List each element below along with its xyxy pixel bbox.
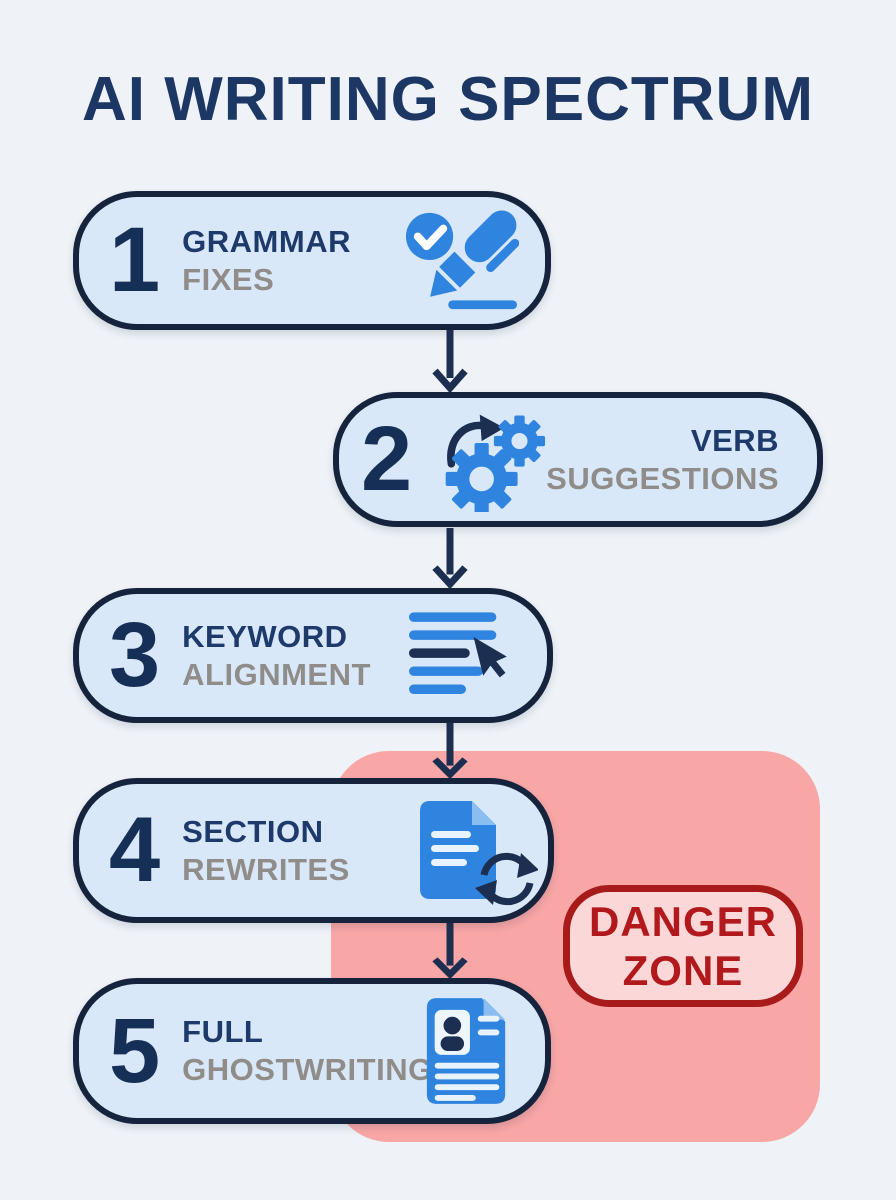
step-labels: GRAMMAR FIXES [182, 223, 351, 299]
danger-zone-label-line1: DANGER [588, 898, 777, 945]
step-labels: SECTION REWRITES [182, 813, 350, 889]
danger-zone-badge: DANGER ZONE [563, 885, 803, 1007]
danger-zone-label-line2: ZONE [622, 947, 744, 994]
document-refresh-icon [410, 795, 539, 907]
step-label-primary: FULL [182, 1014, 264, 1049]
flow-arrow-4 [432, 923, 468, 978]
step-label-primary: KEYWORD [182, 618, 348, 654]
text-lines-cursor-icon [409, 611, 521, 701]
step-number: 1 [109, 209, 161, 312]
step-label-secondary: SUGGESTIONS [546, 460, 780, 496]
step-number: 3 [109, 604, 161, 707]
step-label-secondary: ALIGNMENT [182, 656, 371, 692]
flow-arrow-3 [432, 723, 468, 778]
step-box-section-rewrites: 4 SECTION REWRITES [73, 778, 554, 923]
step-label-primary: VERB [690, 422, 780, 458]
step-box-keyword-alignment: 3 KEYWORD ALIGNMENT [73, 588, 553, 723]
step-label-secondary: GHOSTWRITING [182, 1052, 433, 1087]
step-label-secondary: FIXES [182, 261, 275, 297]
gears-icon [440, 408, 546, 515]
step-labels: FULL GHOSTWRITING [182, 1013, 433, 1089]
step-number: 5 [109, 999, 161, 1102]
resume-document-icon [421, 994, 513, 1108]
step-box-grammar-fixes: 1 GRAMMAR FIXES [73, 191, 551, 330]
step-box-full-ghostwriting: 5 FULL GHOSTWRITING [73, 978, 551, 1124]
flow-arrow-2 [432, 528, 468, 588]
step-labels: KEYWORD ALIGNMENT [182, 618, 371, 694]
page-title: AI WRITING SPECTRUM [82, 65, 814, 134]
step-number: 4 [109, 799, 161, 902]
step-box-verb-suggestions: 2 [333, 392, 823, 527]
flow-arrow-1 [432, 330, 468, 392]
step-label-primary: GRAMMAR [182, 223, 351, 259]
step-labels: VERB SUGGESTIONS [546, 422, 779, 498]
pen-check-icon [403, 209, 520, 313]
step-label-primary: SECTION [182, 813, 324, 849]
step-number: 2 [361, 408, 413, 511]
step-label-secondary: REWRITES [182, 851, 350, 887]
